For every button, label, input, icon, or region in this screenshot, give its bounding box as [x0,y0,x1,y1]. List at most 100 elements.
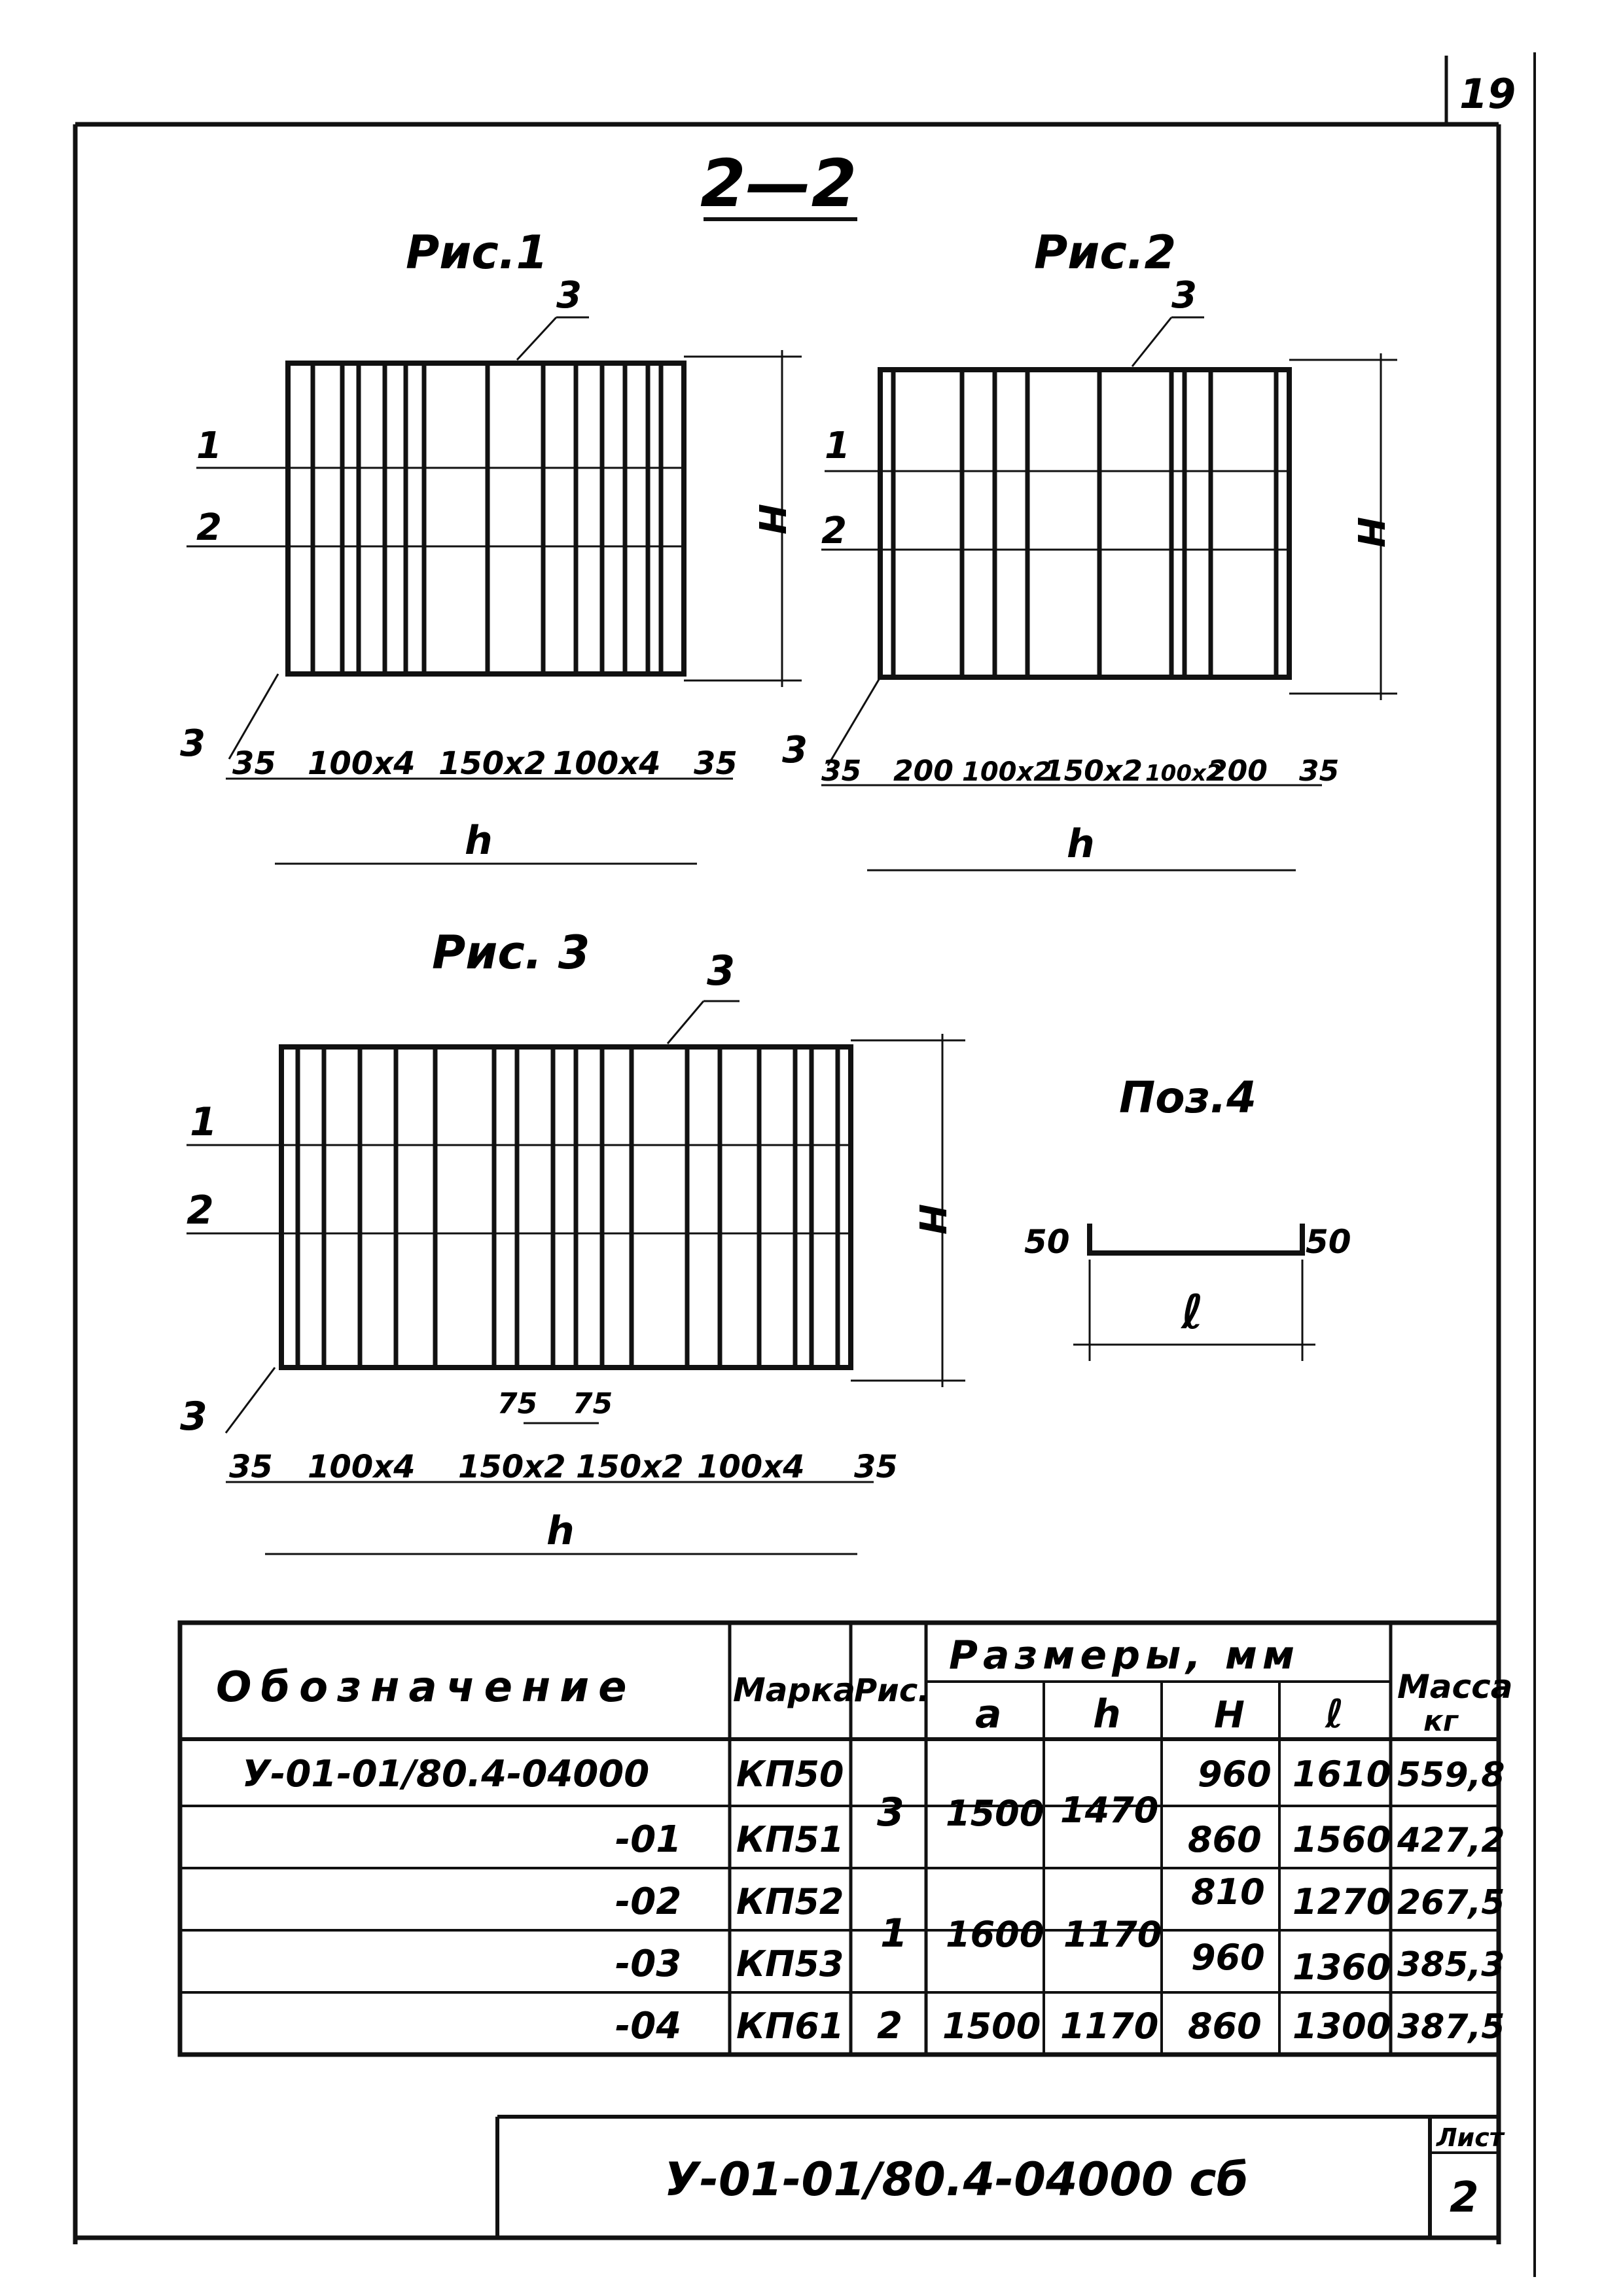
fig1-label-height: H [750,504,793,535]
fig3-title: Рис. 3 [432,926,590,980]
th-mass-unit: кг [1423,1704,1459,1738]
fig1-dim-1: 35 [232,745,276,782]
fig3-label-row1: 1 [190,1099,217,1145]
row3-H: 810 [1191,1871,1265,1913]
sheet-number: 2 [1450,2174,1479,2222]
row5-designation: -04 [615,2005,681,2047]
figure-2: Рис.2 3 1 2 3 H 35 200 100x2 150x2 [782,226,1397,872]
group1-a: 1500 [946,1793,1044,1834]
row4-H: 960 [1191,1937,1265,1978]
fig2-label-bottom: 3 [782,729,808,771]
fig3-dim-1: 35 [229,1449,273,1485]
row1-designation: У-01-01/80.4-04000 [242,1753,649,1795]
fig2-label-top: 3 [1171,274,1197,317]
frame [73,52,1536,2277]
fig2-label-row1: 1 [825,425,850,467]
fig3-label-width: h [546,1508,575,1554]
section-title: 2—2 [700,145,857,222]
group3-a: 1500 [942,2005,1041,2047]
row3-mass: 267,5 [1397,1883,1505,1922]
fig2-dim-3: 100x2 [962,757,1052,787]
figure-3: Рис. 3 3 1 2 3 [180,926,965,1555]
fig2-label-row2: 2 [821,510,847,552]
th-designation: Обозначение [216,1663,635,1712]
fig3-label-row2: 2 [187,1188,214,1233]
fig2-dim-6: 200 [1207,754,1268,788]
th-sizes: Размеры, мм [949,1633,1300,1678]
row2-l: 1560 [1293,1819,1391,1860]
row2-designation: -01 [615,1818,681,1861]
row5-l: 1300 [1293,2005,1391,2047]
fig1-label-row2: 2 [196,506,222,549]
fig2-bars [891,370,1279,677]
pos4-title: Поз.4 [1119,1072,1257,1123]
group2-h: 1170 [1063,1914,1162,1955]
fig2-label-width: h [1067,821,1095,867]
fig2-dim-2: 200 [893,754,954,788]
fig3-dim-5: 100x4 [697,1449,805,1485]
row2-mass: 427,2 [1397,1821,1505,1860]
row3-l: 1270 [1293,1881,1391,1922]
fig2-dim-7: 35 [1299,754,1339,788]
group1-h: 1470 [1060,1790,1158,1831]
group3-h: 1170 [1060,2005,1158,2047]
group1-fig: 3 [877,1790,904,1835]
fig3-center-dim-2: 75 [573,1387,613,1421]
fig1-dim-2: 100x4 [308,745,416,782]
doc-code: У-01-01/80.4-04000 сб [664,2153,1249,2206]
fig1-bars [310,363,664,674]
fig3-dim-4: 150x2 [576,1449,684,1485]
th-fig: Рис. [854,1672,930,1709]
row1-mark: КП50 [736,1754,844,1795]
fig1-label-width: h [465,818,493,864]
row3-designation: -02 [615,1881,681,1923]
row4-mark: КП53 [736,1943,844,1985]
fig3-dim-3: 150x2 [458,1449,566,1485]
group2-fig: 1 [880,1911,908,1956]
page-number: 19 [1459,70,1516,118]
fig1-label-row1: 1 [196,425,222,467]
pos4-left: 50 [1024,1223,1070,1261]
fig3-dim-6: 35 [854,1449,898,1485]
th-H: H [1214,1694,1245,1737]
fig1-label-top: 3 [556,274,582,317]
group3-fig: 2 [877,2005,902,2047]
spec-table: Обозначение Марка Рис. Размеры, мм a h H… [177,1620,1513,2057]
fig1-title: Рис.1 [406,226,548,279]
position-4: Поз.4 50 50 ℓ [1024,1072,1351,1361]
fig1-dim-5: 35 [694,745,738,782]
pos4-length: ℓ [1181,1284,1204,1339]
title-block: У-01-01/80.4-04000 сб Лист 2 [495,2115,1505,2238]
fig2-dim-4: 150x2 [1044,754,1143,788]
sheet-label: Лист [1436,2123,1505,2152]
th-h: h [1093,1691,1121,1737]
fig2-dim-5: 100x2 [1145,760,1222,786]
fig1-dim-3: 150x2 [438,745,546,782]
fig3-center-dim-1: 75 [497,1387,537,1421]
row1-H: 960 [1198,1754,1272,1795]
row3-mark: КП52 [736,1881,844,1922]
row4-designation: -03 [615,1943,681,1985]
fig1-label-bottom: 3 [180,722,205,765]
row5-H: 860 [1188,2005,1262,2047]
row2-H: 860 [1188,1819,1262,1860]
row1-l: 1610 [1293,1754,1391,1795]
row5-mark: КП61 [736,2005,844,2047]
row4-l: 1360 [1293,1947,1391,1988]
th-l: ℓ [1325,1691,1344,1737]
row5-mass: 387,5 [1397,2007,1505,2047]
fig1-dim-4: 100x4 [553,745,661,782]
group2-a: 1600 [946,1914,1044,1955]
row1-mass: 559,8 [1397,1756,1505,1795]
fig3-bars [295,1047,840,1368]
fig3-label-height: H [910,1204,953,1235]
th-a: a [975,1691,1002,1737]
fig2-dim-1: 35 [821,754,861,788]
fig3-label-top: 3 [707,947,735,995]
fig2-label-height: H [1349,517,1391,548]
row4-mass: 385,3 [1397,1945,1505,1985]
figure-1: Рис.1 3 1 2 3 H 35 [180,226,802,865]
th-mark: Марка [733,1671,855,1709]
fig2-title: Рис.2 [1034,226,1176,279]
